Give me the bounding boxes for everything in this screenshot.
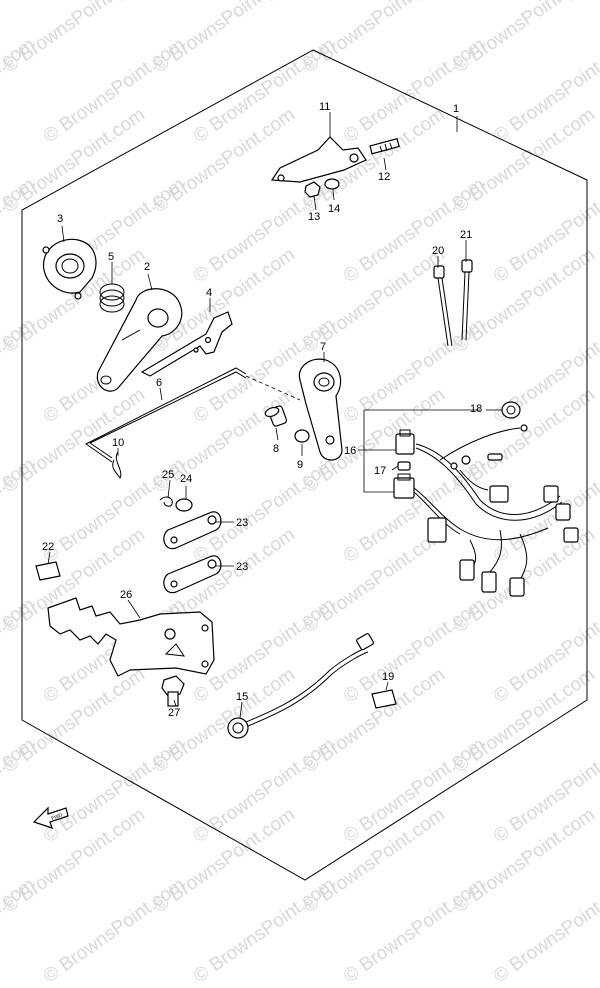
callout-5: 5 xyxy=(108,251,114,263)
callout-9: 9 xyxy=(297,459,303,471)
callout-8: 8 xyxy=(273,443,279,455)
part-13-nut xyxy=(304,181,321,198)
callout-22: 22 xyxy=(42,541,54,553)
callout-6: 6 xyxy=(156,377,162,389)
part-27-bolt xyxy=(161,675,185,707)
part-12-stud xyxy=(369,138,400,155)
callout-18: 18 xyxy=(470,403,482,415)
callout-27: 27 xyxy=(168,707,180,719)
part-19-grommet xyxy=(371,689,397,709)
part-24-washer xyxy=(175,498,193,512)
leader-lines xyxy=(47,112,502,719)
part-6-rod-dashed-path xyxy=(245,375,301,401)
fwd-direction-marker: FWD xyxy=(32,806,69,829)
callout-21: 21 xyxy=(460,229,472,241)
part-17-cap xyxy=(397,461,411,471)
callout-17: 17 xyxy=(374,465,386,477)
callout-20: 20 xyxy=(432,245,444,257)
part-22-rubber-pad xyxy=(35,561,61,581)
part-23-pivot-lower xyxy=(163,555,222,594)
callout-4: 4 xyxy=(206,287,212,299)
part-11-bracket xyxy=(270,136,367,183)
part-7-arm xyxy=(298,358,343,461)
part-10-clip xyxy=(112,451,122,479)
callout-13: 13 xyxy=(308,211,320,223)
fwd-label: FWD xyxy=(51,812,64,822)
part-21-cable-tie xyxy=(461,259,473,341)
part-5-spring xyxy=(99,283,125,313)
callout-12: 12 xyxy=(378,171,390,183)
part-17-relay-block xyxy=(393,473,415,499)
callout-26: 26 xyxy=(120,589,132,601)
part-8-pin xyxy=(264,405,288,427)
exploded-view-drawing: 1234567891011121314151617181920212223232… xyxy=(21,49,588,881)
part-20-cable-tie xyxy=(433,265,453,347)
callout-7: 7 xyxy=(320,341,326,353)
callout-labels: 1234567891011121314151617181920212223232… xyxy=(42,101,482,719)
part-18-grommet-plug xyxy=(501,401,521,419)
callout-23a: 23 xyxy=(236,517,248,529)
part-25-clip xyxy=(159,496,173,507)
callout-19: 19 xyxy=(382,671,394,683)
part-3-cam-plate xyxy=(42,238,97,300)
callout-14: 14 xyxy=(328,203,340,215)
part-14-washer xyxy=(324,178,340,190)
part-16-relay xyxy=(395,429,415,455)
part-23-pivot-upper xyxy=(163,511,222,550)
wiring-harness xyxy=(413,424,579,597)
callout-16: 16 xyxy=(344,445,356,457)
callout-23b: 23 xyxy=(236,561,248,573)
part-2-throttle-lever xyxy=(96,288,183,392)
callout-2: 2 xyxy=(144,261,150,273)
callout-10: 10 xyxy=(112,437,124,449)
part-26-bracket-plate xyxy=(47,597,215,677)
part-15-sensor-cable xyxy=(227,633,374,739)
part-9-washer xyxy=(294,429,310,443)
callout-11: 11 xyxy=(319,101,330,113)
callout-24: 24 xyxy=(180,473,192,485)
callout-25: 25 xyxy=(162,469,174,481)
kit-outline-hexagon xyxy=(21,49,588,881)
callout-3: 3 xyxy=(57,213,63,225)
part-4-link-plate xyxy=(140,311,233,377)
callout-15: 15 xyxy=(236,691,248,703)
callout-1: 1 xyxy=(453,103,459,115)
part-6-rod xyxy=(85,367,247,463)
